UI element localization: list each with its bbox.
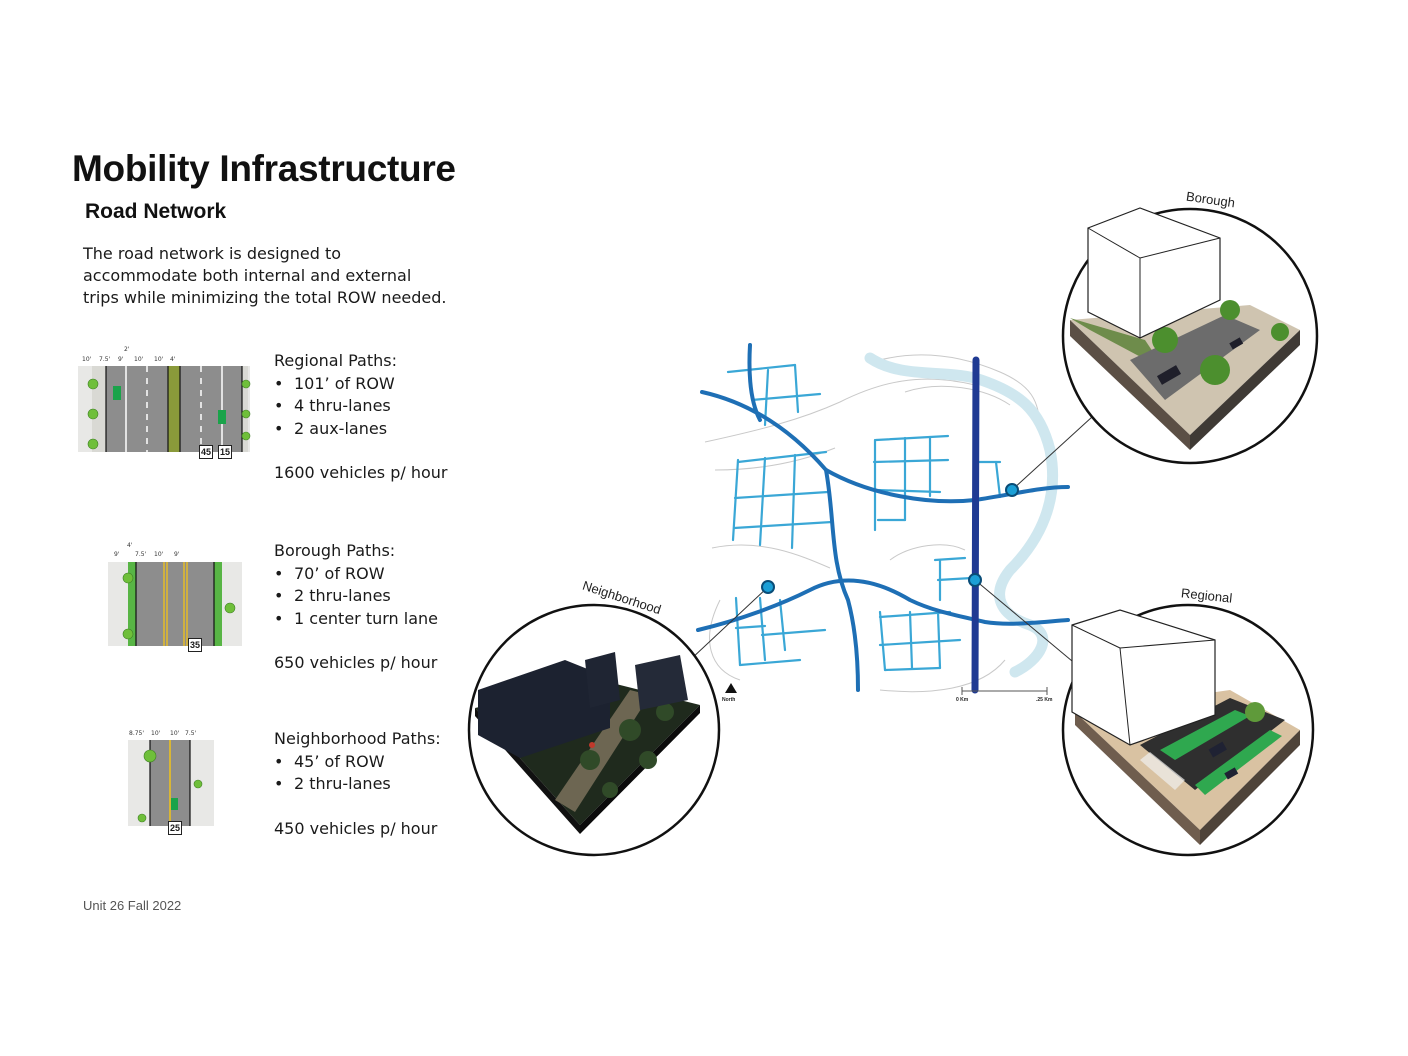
river xyxy=(864,352,1059,678)
list-item: 2 thru-lanes xyxy=(274,585,438,608)
dimension-label: 10' xyxy=(154,356,164,363)
intro-line: trips while minimizing the total ROW nee… xyxy=(83,288,447,307)
borough-dimension-labels: 4' 9' 7.5' 10' 9' xyxy=(108,540,242,560)
page-title: Mobility Infrastructure xyxy=(72,148,456,189)
speed-limit-sign: 35 xyxy=(188,638,202,652)
borough-paths-heading: Borough Paths: xyxy=(274,541,396,560)
intro-line: The road network is designed to xyxy=(83,244,342,263)
dimension-label: 10' xyxy=(170,730,180,737)
dimension-label: 7.5' xyxy=(99,356,111,363)
scale-start-label: 0 Km xyxy=(956,697,969,703)
dimension-label: 4' xyxy=(127,542,133,549)
regional-arterial xyxy=(971,356,980,694)
regional-dimension-labels: 2' 10' 7.5' 9' 10' 10' 4' xyxy=(78,346,250,366)
neighborhood-paths-heading: Neighborhood Paths: xyxy=(274,729,441,748)
regional-section-drawing xyxy=(78,366,251,452)
borough-paths-info: Borough Paths: 70’ of ROW 2 thru-lanes 1… xyxy=(274,540,438,675)
neighborhood-paths-list: 45’ of ROW 2 thru-lanes xyxy=(274,751,441,796)
neighborhood-streets xyxy=(726,363,1002,672)
borough-vignette xyxy=(1061,207,1319,465)
page-subtitle: Road Network xyxy=(85,200,227,223)
neighborhood-dimension-labels: 8.75' 10' 10' 7.5' xyxy=(128,728,216,742)
borough-road-section: 4' 9' 7.5' 10' 9' 35 xyxy=(108,540,242,652)
dimension-label: 7.5' xyxy=(135,551,147,558)
map-marker xyxy=(968,573,982,587)
regional-paths-heading: Regional Paths: xyxy=(274,351,397,370)
list-item: 101’ of ROW xyxy=(274,373,448,396)
map-marker xyxy=(1005,483,1019,497)
dimension-label: 9' xyxy=(118,356,124,363)
borough-section-drawing xyxy=(108,562,242,646)
neighborhood-road-section: 8.75' 10' 10' 7.5' 25 xyxy=(128,728,216,836)
dimension-label: 9' xyxy=(174,551,180,558)
intro-line: accommodate both internal and external xyxy=(83,266,412,285)
intro-text: The road network is designed to accommod… xyxy=(83,243,483,309)
neighborhood-paths-info: Neighborhood Paths: 45’ of ROW 2 thru-la… xyxy=(274,728,441,840)
speed-limit-sign: 15 xyxy=(218,445,232,459)
dimension-label: 7.5' xyxy=(185,730,197,737)
scale-bar xyxy=(961,687,1048,695)
scale-end-label: .25 Km xyxy=(1036,697,1053,703)
speed-limit-sign: 25 xyxy=(168,821,182,835)
regional-paths-info: Regional Paths: 101’ of ROW 4 thru-lanes… xyxy=(274,350,448,485)
dimension-label: 10' xyxy=(151,730,161,737)
list-item: 45’ of ROW xyxy=(274,751,441,774)
list-item: 1 center turn lane xyxy=(274,608,438,631)
regional-capacity: 1600 vehicles p/ hour xyxy=(274,463,448,482)
location-markers xyxy=(761,483,1019,594)
borough-paths-list: 70’ of ROW 2 thru-lanes 1 center turn la… xyxy=(274,563,438,631)
borough-capacity: 650 vehicles p/ hour xyxy=(274,653,438,672)
regional-vignette xyxy=(1061,603,1315,857)
list-item: 2 aux-lanes xyxy=(274,418,448,441)
dimension-label: 10' xyxy=(154,551,164,558)
map-marker xyxy=(761,580,775,594)
dimension-label: 2' xyxy=(124,346,130,353)
dimension-label: 10' xyxy=(82,356,92,363)
leader-lines xyxy=(689,416,1093,677)
regional-paths-list: 101’ of ROW 4 thru-lanes 2 aux-lanes xyxy=(274,373,448,441)
north-label: North xyxy=(722,697,736,703)
list-item: 4 thru-lanes xyxy=(274,395,448,418)
dimension-label: 4' xyxy=(170,356,176,363)
dimension-label: 8.75' xyxy=(129,730,145,737)
neighborhood-section-drawing xyxy=(128,740,214,826)
list-item: 70’ of ROW xyxy=(274,563,438,586)
footer-credit: Unit 26 Fall 2022 xyxy=(83,898,182,913)
dimension-label: 9' xyxy=(114,551,120,558)
dimension-label: 10' xyxy=(134,356,144,363)
regional-road-section: 2' 10' 7.5' 9' 10' 10' 4' xyxy=(78,346,251,459)
list-item: 2 thru-lanes xyxy=(274,773,441,796)
speed-limit-sign: 45 xyxy=(199,445,213,459)
neighborhood-capacity: 450 vehicles p/ hour xyxy=(274,818,438,838)
north-arrow-icon xyxy=(725,683,737,693)
neighborhood-vignette xyxy=(467,603,721,857)
